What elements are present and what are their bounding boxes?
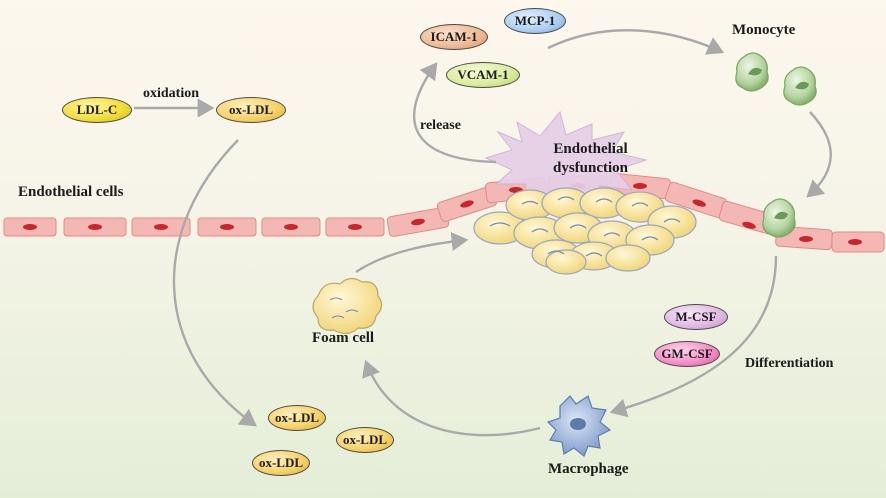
- vcam-1-molecule: VCAM-1: [446, 62, 520, 88]
- differentiation-label: Differentiation: [745, 356, 834, 371]
- macrophage-cell-icon: [546, 395, 612, 457]
- monocyte-cell-icon: [735, 52, 769, 92]
- endothelial-cell: [197, 217, 257, 237]
- ox-ldl-molecule: ox-LDL: [252, 450, 310, 476]
- ox-ldl-molecule: ox-LDL: [336, 427, 394, 453]
- monocyte-to-endothelium-arrow: [806, 111, 832, 198]
- endothelial-cell: [131, 217, 191, 237]
- endothelial-cell: [63, 217, 127, 237]
- endothelial-cell: [325, 217, 385, 237]
- differentiation-arrow: [609, 255, 778, 418]
- m-csf-molecule: M-CSF: [664, 304, 728, 330]
- mcp-1-molecule: MCP-1: [504, 8, 566, 34]
- oxidation-label: oxidation: [143, 86, 200, 101]
- foam-cell-label: Foam cell: [312, 330, 375, 346]
- oxldl-to-intima-arrow: [172, 139, 257, 427]
- endothelial-layer: [3, 172, 885, 253]
- monocyte-cell-icon: [783, 66, 817, 106]
- mcp-to-monocyte-arrow: [547, 29, 725, 55]
- macrophage-label: Macrophage: [548, 461, 629, 477]
- endothelial-cell: [261, 217, 321, 237]
- foam-cell-icon: [312, 277, 383, 335]
- monocyte-cell-icon: [762, 198, 796, 238]
- ox-ldl-molecule: ox-LDL: [216, 97, 286, 123]
- ox-ldl-molecule: ox-LDL: [268, 405, 326, 431]
- gm-csf-molecule: GM-CSF: [654, 341, 720, 367]
- endothelial-cell: [831, 231, 885, 253]
- endothelial-dysfunction-line-2: dysfunction: [553, 160, 629, 176]
- macrophage-to-foam-arrow: [362, 359, 541, 437]
- ldl-c-molecule: LDL-C: [62, 97, 132, 123]
- endothelial-dysfunction-line-1: Endothelial: [553, 141, 628, 157]
- endothelial-dysfunction-label: Endothelial dysfunction: [553, 140, 628, 178]
- monocyte-label: Monocyte: [732, 22, 796, 38]
- endothelial-cell: [436, 186, 498, 222]
- lipid-plaque-icon: [473, 187, 697, 275]
- endothelial-cells-label: Endothelial cells: [18, 184, 124, 200]
- endothelial-cell: [3, 217, 57, 237]
- icam-1-molecule: ICAM-1: [420, 24, 488, 50]
- release-label: release: [420, 118, 461, 133]
- release-arrow: [413, 62, 497, 164]
- foam-to-plaque-arrow: [355, 231, 469, 273]
